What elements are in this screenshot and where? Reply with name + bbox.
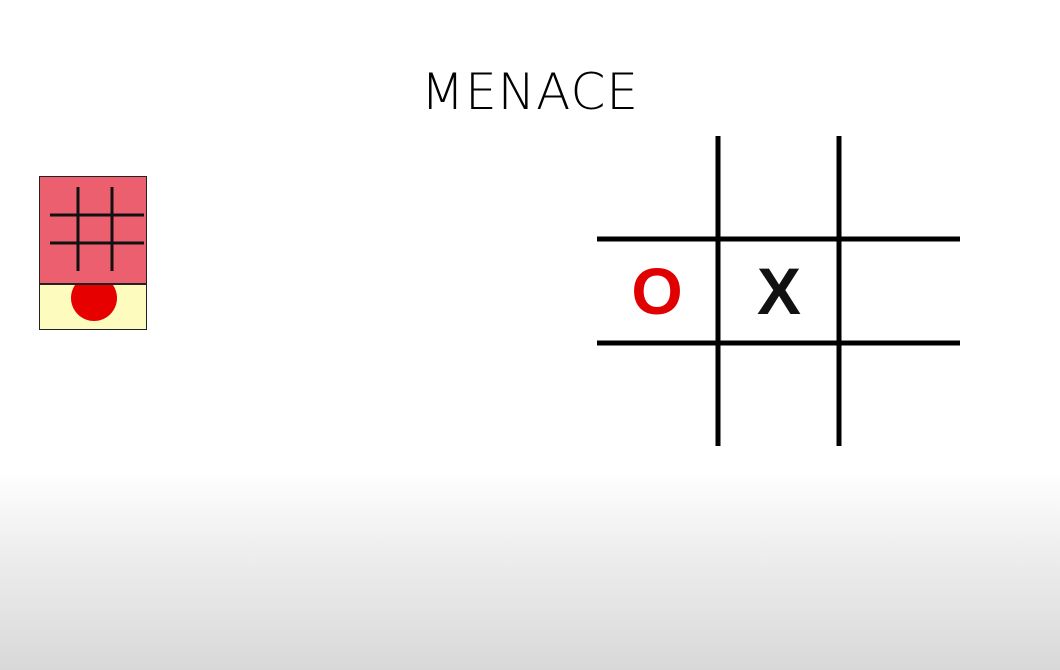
tic-tac-toe-board: O X [590,130,970,450]
cell-0-2[interactable] [846,142,956,232]
bead [71,285,117,321]
cell-1-0[interactable]: O [631,254,683,328]
cell-0-0[interactable] [602,142,712,232]
cell-1-2[interactable] [846,246,956,336]
matchbox[interactable] [39,176,147,330]
cell-1-1[interactable]: X [756,254,802,328]
cell-2-0[interactable] [602,350,712,440]
matchbox-lid [39,176,147,284]
mini-board-icon [50,187,144,271]
cell-0-1[interactable] [724,142,834,232]
matchbox-tray [39,284,147,330]
board-grid [597,136,960,446]
cell-2-1[interactable] [724,350,834,440]
cell-2-2[interactable] [846,350,956,440]
page-title: MENACE [421,63,639,121]
